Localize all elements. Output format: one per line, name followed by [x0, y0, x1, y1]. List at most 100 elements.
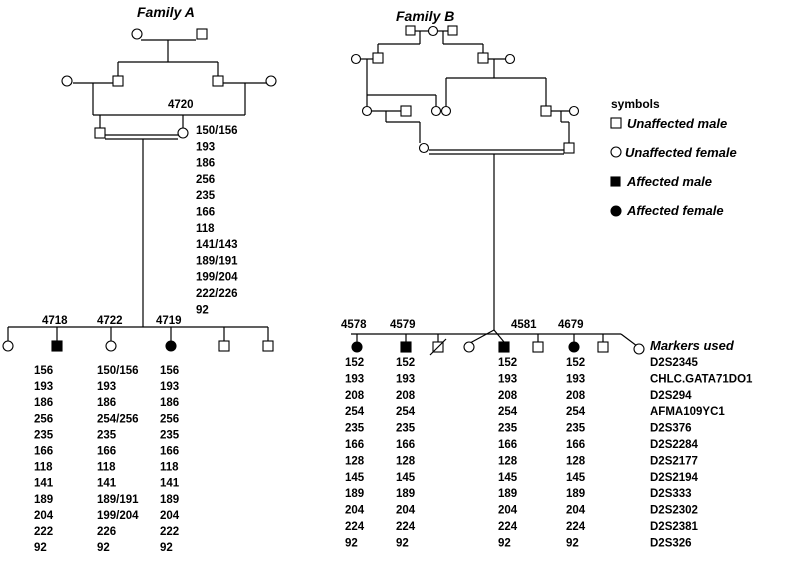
marker-value: 92	[34, 542, 47, 554]
marker-name: CHLC.GATA71DO1	[650, 373, 753, 385]
marker-value: 189/191	[97, 494, 139, 506]
individual-id-label: 4719	[156, 315, 182, 327]
marker-value: 256	[160, 413, 179, 425]
affected-female-symbol	[165, 340, 177, 352]
marker-value: 186	[196, 158, 215, 170]
unaffected-female-symbol	[430, 105, 442, 117]
unaffected-female-symbol	[568, 105, 580, 117]
marker-value: 145	[396, 472, 416, 484]
marker-value: 118	[97, 462, 116, 474]
marker-value: 189	[498, 488, 517, 500]
unaffected-female-symbol	[2, 340, 14, 352]
marker-value: 166	[566, 439, 585, 451]
marker-value: 204	[34, 510, 54, 522]
marker-value: 92	[97, 542, 110, 554]
marker-value: 204	[396, 505, 416, 517]
unaffected-male-symbol	[212, 75, 224, 87]
unaffected-female-symbol	[361, 105, 373, 117]
unaffected-female-symbol	[265, 75, 277, 87]
marker-value: 208	[566, 390, 586, 402]
family-b-title: Family B	[396, 8, 454, 24]
marker-value: 92	[345, 537, 358, 549]
unaffected-male-symbol	[400, 105, 412, 117]
marker-value: 254	[566, 406, 586, 418]
unaffected-female-symbol	[105, 340, 117, 352]
marker-value: 156	[34, 365, 53, 377]
individual-id-label: 4578	[341, 319, 367, 331]
marker-name: D2S294	[650, 390, 692, 402]
marker-value: 208	[396, 390, 416, 402]
marker-value: 118	[196, 223, 215, 235]
family-a-pedigree: Family A 4720 150/1561931862562351661181…	[2, 4, 277, 554]
marker-value: 166	[160, 446, 179, 458]
marker-value: 189	[160, 494, 179, 506]
unaffected-male-symbol	[563, 142, 575, 154]
marker-value: 256	[196, 174, 215, 186]
unaffected-male-symbol	[94, 127, 106, 139]
unaffected-male-symbol	[112, 75, 124, 87]
markers-used-title: Markers used	[650, 338, 735, 353]
marker-value: 150/156	[196, 125, 238, 137]
marker-value: 193	[196, 141, 215, 153]
marker-name-list: D2S2345CHLC.GATA71DO1D2S294AFMA109YC1D2S…	[650, 357, 753, 549]
unaffected-female-symbol	[610, 146, 622, 158]
individual-id-label: 4679	[558, 319, 584, 331]
marker-value: 204	[160, 510, 180, 522]
unaffected-male-symbol	[262, 340, 274, 352]
marker-value: 199/204	[97, 510, 139, 522]
descent-line	[620, 333, 638, 347]
marker-value: 204	[566, 505, 586, 517]
marker-name: D2S2177	[650, 455, 698, 467]
child-marker-lists: 1521932082542351661281451892042249215219…	[345, 357, 586, 549]
marker-value: 186	[160, 397, 179, 409]
unaffected-female-symbol	[418, 142, 430, 154]
unaffected-female-symbol	[61, 75, 73, 87]
marker-value: 235	[196, 190, 216, 202]
marker-value: 235	[34, 429, 54, 441]
unaffected-female-symbol	[463, 341, 475, 353]
marker-value: 193	[566, 373, 585, 385]
marker-value: 128	[345, 455, 365, 467]
marker-value: 92	[160, 542, 173, 554]
marker-value: 92	[566, 537, 579, 549]
parent-marker-list: 150/156193186256235166118141/143189/1911…	[196, 125, 238, 316]
affected-female-symbol	[351, 341, 363, 353]
unaffected-male-symbol	[540, 105, 552, 117]
unaffected-female-symbol	[131, 28, 143, 40]
marker-name: D2S2194	[650, 472, 699, 484]
marker-name: D2S333	[650, 488, 692, 500]
marker-value: 256	[34, 413, 53, 425]
marker-value: 226	[97, 526, 116, 538]
marker-value: 235	[396, 423, 416, 435]
unaffected-male-symbol	[447, 25, 458, 36]
individual-id-label: 4718	[42, 315, 68, 327]
legend-label: Affected male	[626, 174, 712, 189]
marker-name: AFMA109YC1	[650, 406, 725, 418]
marker-value: 152	[345, 357, 364, 369]
marker-value: 92	[196, 304, 209, 316]
marker-name: D2S2345	[650, 357, 699, 369]
marker-name: D2S2381	[650, 521, 699, 533]
legend-label: Unaffected male	[627, 116, 727, 131]
marker-value: 254	[498, 406, 518, 418]
marker-value: 166	[345, 439, 364, 451]
unaffected-female-symbol	[633, 343, 645, 355]
marker-value: 235	[566, 423, 586, 435]
marker-value: 193	[345, 373, 364, 385]
marker-value: 193	[160, 381, 179, 393]
marker-value: 235	[498, 423, 518, 435]
marker-value: 141/143	[196, 239, 238, 251]
marker-value: 166	[396, 439, 415, 451]
unaffected-male-symbol	[372, 52, 384, 64]
marker-value: 208	[498, 390, 518, 402]
marker-value: 166	[97, 446, 116, 458]
marker-value: 141	[34, 478, 54, 490]
marker-name: D2S2284	[650, 439, 699, 451]
marker-value: 189	[396, 488, 415, 500]
marker-value: 189/191	[196, 255, 238, 267]
marker-value: 150/156	[97, 365, 139, 377]
affected-female-symbol	[568, 341, 580, 353]
marker-value: 199/204	[196, 272, 238, 284]
